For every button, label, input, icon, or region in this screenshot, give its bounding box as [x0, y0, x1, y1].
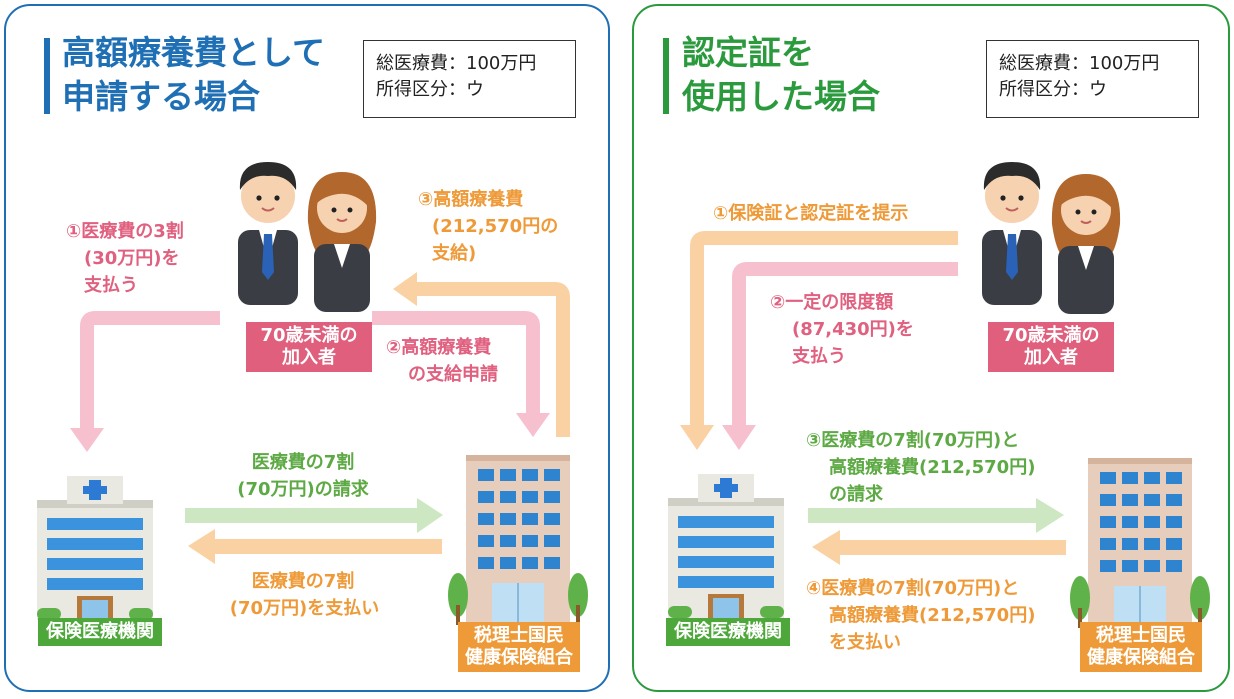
- step2-line1: ②高額療養費: [386, 337, 492, 358]
- member-label-line1: 70歳未満の: [260, 325, 358, 346]
- arrow-pay-bar-right: [838, 540, 1066, 555]
- step3-line3: 支給): [432, 243, 477, 264]
- cost-info-box-right: 総医療費：100万円 所得区分：ウ: [986, 40, 1199, 118]
- step3-right-line2: 高額療養費(212,570円): [829, 457, 1036, 478]
- arrow-claim-bar-right: [808, 508, 1038, 523]
- arrow-claim-bar: [185, 508, 417, 523]
- claim-line2: (70万円)の請求: [237, 479, 369, 500]
- step2-right-line2: (87,430円)を: [792, 319, 914, 340]
- member-label-line2: 加入者: [282, 347, 336, 368]
- female-member-illustration-right: [1050, 173, 1122, 315]
- arrow-head-pink: [70, 428, 104, 452]
- arrow-head-pink-down: [722, 425, 756, 450]
- arrow-head-green-right: [1036, 498, 1064, 533]
- arrow-head-pink-right: [516, 413, 550, 437]
- step3-right-line1: ③医療費の7割(70万円)と: [806, 430, 1020, 451]
- step1-line3: 支払う: [84, 275, 138, 296]
- left-panel: [4, 4, 610, 692]
- cost-info-box: 総医療費：100万円 所得区分：ウ: [363, 40, 576, 118]
- union-building-illustration-right: [1069, 457, 1211, 629]
- hospital-label-right: 保険医療機関: [666, 618, 790, 646]
- step3-line1: ③高額療養費: [418, 189, 524, 210]
- hospital-illustration: [37, 476, 153, 620]
- hospital-label: 保険医療機関: [38, 618, 162, 646]
- union-label: 税理士国民 健康保険組合: [458, 622, 580, 672]
- pay-line2: (70万円)を支払い: [229, 598, 380, 619]
- male-member-illustration: [237, 161, 299, 306]
- step1-present-cards: ①保険証と認定証を提示: [713, 203, 909, 224]
- panel-title-right-line2: 使用した場合: [682, 77, 880, 116]
- step3-line2: (212,570円の: [432, 216, 559, 237]
- union-label-line2: 健康保険組合: [465, 647, 573, 668]
- female-member-illustration: [306, 171, 378, 313]
- union-building-illustration: [447, 454, 589, 626]
- union-label-right-line1: 税理士国民: [1096, 625, 1186, 646]
- panel-title-line2: 申請する場合: [62, 77, 260, 116]
- step4-right-line3: を支払い: [829, 632, 901, 653]
- step3-right-line3: の請求: [829, 484, 883, 505]
- arrow-head-orange-up: [393, 272, 417, 306]
- arrow-pay-bar: [213, 539, 442, 554]
- pay-line1: 医療費の7割: [251, 571, 355, 592]
- member-label-right: 70歳未満の 加入者: [988, 322, 1114, 372]
- total-cost-text-right: 総医療費：100万円: [999, 53, 1160, 74]
- title-accent-bar: [44, 38, 50, 114]
- step1-line1: ①医療費の3割: [66, 221, 184, 242]
- male-member-illustration-right: [981, 161, 1043, 306]
- right-panel: [632, 4, 1230, 692]
- arrow-benefit-payment: [415, 282, 570, 437]
- hospital-illustration-right: [668, 474, 784, 618]
- union-label-line1: 税理士国民: [474, 625, 564, 646]
- member-label-right-line1: 70歳未満の: [1002, 325, 1100, 346]
- step4-right-line1: ④医療費の7割(70万円)と: [806, 578, 1020, 599]
- arrow-head-orange-left-right: [812, 530, 840, 565]
- arrow-pay-30-percent: [80, 311, 220, 430]
- claim-line1: 医療費の7割: [251, 452, 355, 473]
- title-accent-bar-right: [663, 38, 669, 114]
- arrow-pay-limit: [732, 262, 958, 427]
- arrow-present-cards: [690, 231, 958, 427]
- panel-title-line1: 高額療養費として: [62, 33, 326, 72]
- union-label-right-line2: 健康保険組合: [1087, 647, 1195, 668]
- total-cost-text: 総医療費：100万円: [376, 53, 537, 74]
- arrow-head-orange-left: [188, 529, 215, 564]
- member-label-right-line2: 加入者: [1024, 347, 1078, 368]
- step2-right-line3: 支払う: [792, 346, 846, 367]
- step2-right-line1: ②一定の限度額: [770, 292, 894, 313]
- arrow-head-orange-down: [680, 425, 714, 450]
- step2-line2: の支給申請: [408, 364, 498, 385]
- arrow-head-green: [417, 498, 443, 533]
- income-class-text: 所得区分：ウ: [376, 79, 484, 100]
- union-label-right: 税理士国民 健康保険組合: [1080, 622, 1202, 672]
- panel-title-right-line1: 認定証を: [682, 33, 814, 72]
- step4-right-line2: 高額療養費(212,570円): [829, 605, 1036, 626]
- step1-line2: (30万円)を: [84, 248, 180, 269]
- member-label: 70歳未満の 加入者: [246, 322, 372, 372]
- income-class-text-right: 所得区分：ウ: [999, 79, 1107, 100]
- arrow-apply-benefit: [372, 311, 540, 415]
